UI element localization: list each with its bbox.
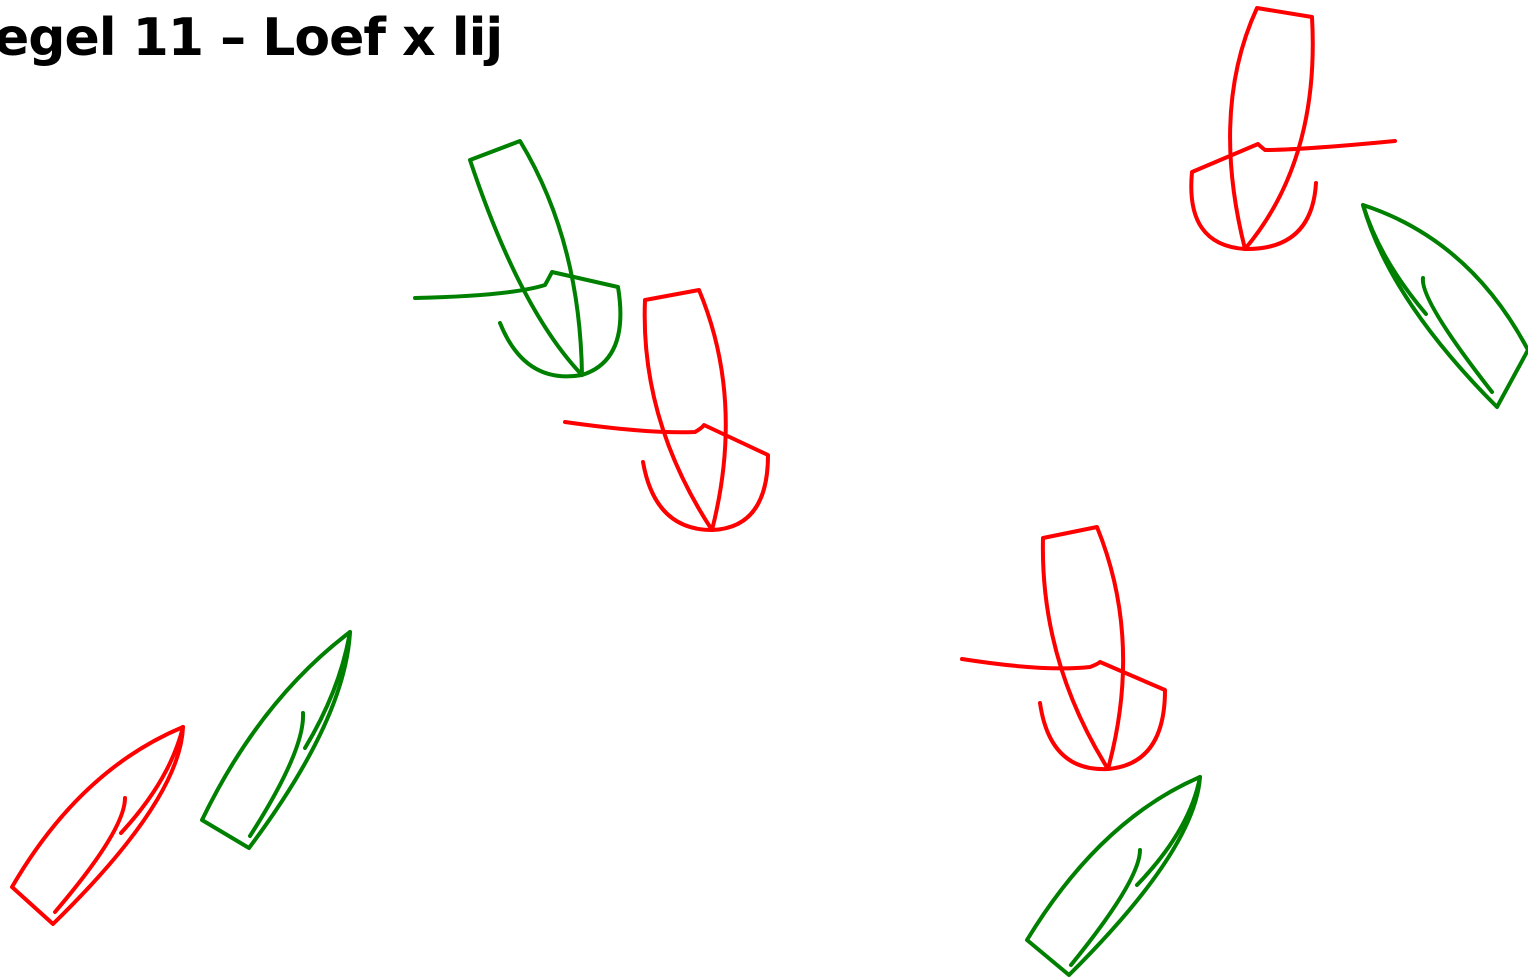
- red-boat-bottom-right: [960, 525, 1167, 772]
- slide-title: egel 11 – Loef x lij: [0, 8, 503, 68]
- mainsail: [1420, 276, 1494, 394]
- jib: [1135, 775, 1202, 887]
- hull: [200, 630, 352, 850]
- mainsail: [53, 796, 127, 914]
- green-boat-top-center: [413, 139, 623, 379]
- hull: [1228, 6, 1315, 251]
- hull: [1361, 203, 1528, 409]
- mainsail: [960, 657, 1167, 772]
- mainsail: [413, 270, 623, 379]
- hull: [642, 288, 728, 532]
- jib: [303, 630, 352, 750]
- red-boat-center: [563, 288, 770, 532]
- red-boat-bottom-left: [10, 725, 185, 926]
- jib: [1361, 203, 1428, 316]
- hull: [1040, 525, 1126, 771]
- green-boat-right-edge: [1361, 203, 1528, 409]
- green-boat-bottom-right: [1025, 775, 1202, 977]
- red-boat-top-right: [1189, 6, 1397, 252]
- hull: [1025, 775, 1202, 977]
- mainsail: [1189, 139, 1397, 252]
- green-boat-bottom-left: [200, 630, 352, 850]
- hull: [468, 139, 584, 377]
- mainsail: [563, 420, 770, 532]
- mainsail: [1069, 848, 1142, 967]
- hull: [10, 725, 185, 926]
- mainsail: [248, 711, 306, 838]
- jib: [119, 725, 185, 835]
